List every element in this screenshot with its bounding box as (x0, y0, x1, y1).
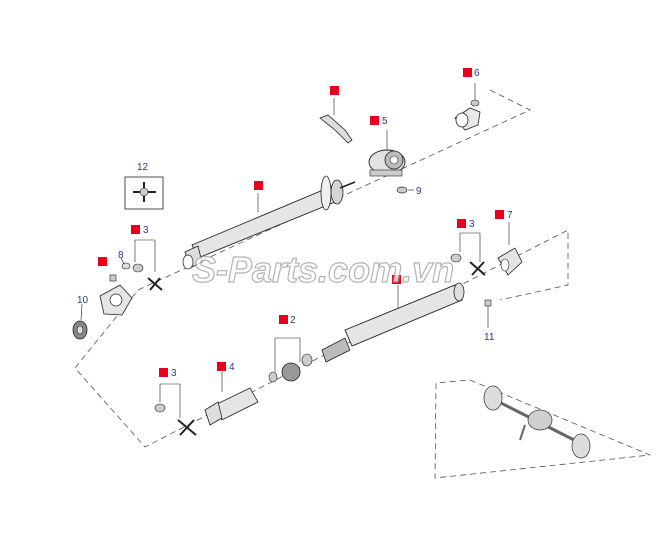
flange-yoke-part-6[interactable] (454, 83, 481, 131)
boot-kit-part-2[interactable] (268, 337, 313, 383)
red-markers (98, 68, 504, 377)
callout-4: 4 (229, 362, 235, 373)
callout-7: 7 (507, 210, 513, 221)
marker-3b (457, 219, 466, 228)
universal-joint-kit-part-12[interactable] (124, 176, 164, 210)
watermark: S-Parts.com.vn (192, 249, 454, 290)
slip-yoke-part-4[interactable] (204, 372, 259, 426)
companion-flange[interactable] (99, 284, 133, 316)
marker-3c (159, 368, 168, 377)
nut-part-9[interactable] (396, 186, 414, 194)
callout-3c: 3 (171, 368, 177, 379)
front-propeller-shaft[interactable] (182, 175, 356, 270)
flange-yoke-part-7[interactable] (497, 222, 523, 276)
marker-4 (217, 362, 226, 371)
marker-6 (463, 68, 472, 77)
rear-axle-assembly (483, 385, 591, 459)
callout-6: 6 (474, 68, 480, 79)
axle-boundary-dashed (434, 379, 651, 479)
callout-12: 12 (137, 162, 149, 173)
callout-8: 8 (118, 250, 124, 261)
oil-seal-part-10[interactable] (72, 303, 88, 340)
marker-front-shaft (254, 181, 263, 190)
marker-flange (98, 257, 107, 266)
assembly-boundary-dashed (74, 89, 569, 448)
callout-11: 11 (484, 332, 495, 343)
rear-propeller-shaft[interactable] (321, 282, 465, 363)
callout-3a: 3 (143, 225, 149, 236)
callout-3b: 3 (469, 219, 475, 230)
bolt-part-11[interactable] (484, 299, 492, 328)
heat-shield-bracket[interactable] (319, 98, 353, 144)
marker-7 (495, 210, 504, 219)
callout-5: 5 (382, 116, 388, 127)
universal-joint-part-3-lower[interactable] (154, 383, 197, 436)
center-bearing-part-5[interactable] (368, 130, 406, 177)
marker-3a (131, 225, 140, 234)
marker-2 (279, 315, 288, 324)
callout-10: 10 (77, 295, 89, 306)
marker-5 (370, 116, 379, 125)
universal-joint-part-3-right[interactable] (450, 232, 486, 276)
universal-joint-part-3-left[interactable] (132, 239, 163, 291)
bolt-part-8[interactable] (109, 257, 131, 282)
callout-2: 2 (290, 315, 296, 326)
marker-rear-shaft (392, 275, 401, 284)
marker-bracket (330, 86, 339, 95)
callout-9: 9 (416, 186, 422, 197)
